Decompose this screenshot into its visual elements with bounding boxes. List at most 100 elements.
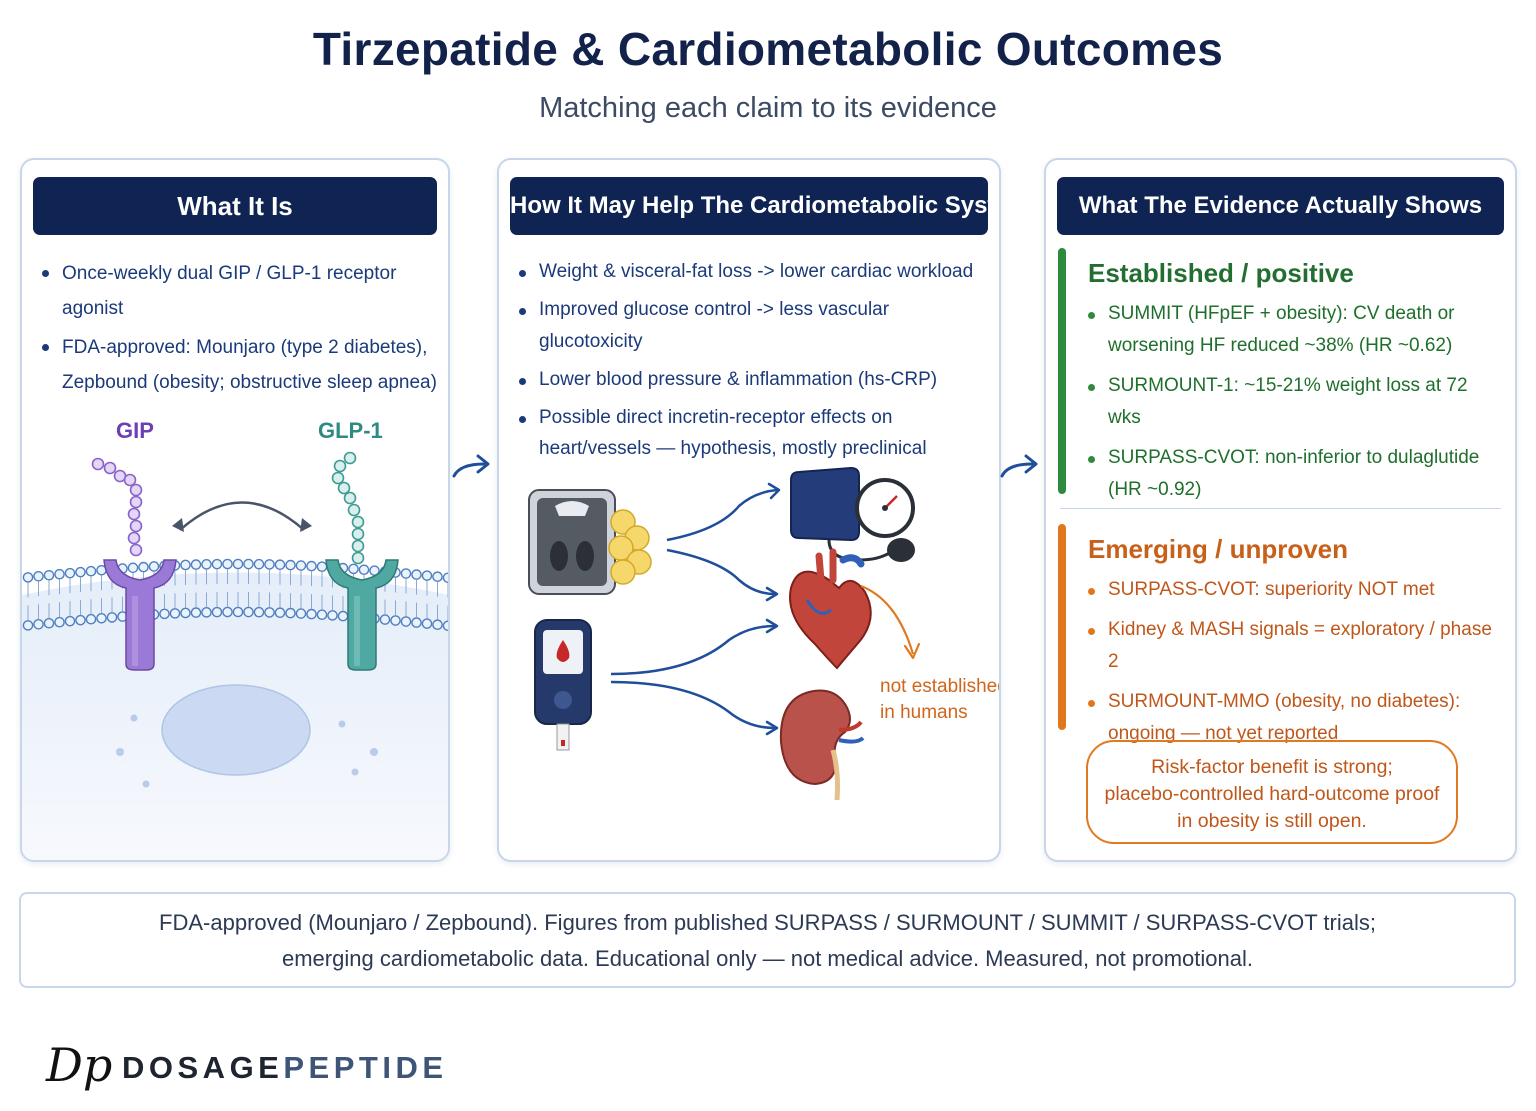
- lipid-head: [348, 563, 359, 575]
- lipid-head: [64, 567, 76, 579]
- lipid-head: [421, 570, 433, 581]
- page-title: Tirzepatide & Cardiometabolic Outcomes: [312, 23, 1224, 75]
- glp1-receptor: [325, 559, 399, 671]
- callout-line: placebo-controlled hard-outcome proof: [1104, 783, 1440, 805]
- lipid-head: [43, 569, 55, 581]
- lipid-head: [96, 612, 107, 624]
- lipid-head: [274, 559, 286, 571]
- lipid-head: [232, 606, 244, 618]
- lipid-head: [442, 620, 448, 632]
- lipid-head: [54, 568, 65, 580]
- emerging-title: Emerging / unproven: [1088, 534, 1349, 564]
- established-title: Established / positive: [1088, 258, 1354, 288]
- lipid-head: [442, 572, 448, 584]
- gip-label: GIP: [116, 418, 154, 443]
- mechanism-illustration: not established in humans: [528, 466, 1001, 801]
- lipid-head: [180, 607, 191, 619]
- lipid-head: [211, 606, 223, 618]
- amino-acid: [127, 507, 141, 521]
- hypothesis-arrow: [860, 584, 915, 655]
- emerging-bar: [1058, 524, 1066, 730]
- not-established-label: not established: [880, 676, 1001, 697]
- lipid-head: [222, 558, 233, 570]
- amino-acid: [127, 531, 141, 545]
- what-it-is-list: Once-weekly dual GIP / GLP-1 receptor ag…: [38, 256, 438, 404]
- lipid-head: [432, 619, 443, 631]
- lipid-head: [222, 606, 233, 618]
- lipid-head: [253, 606, 265, 618]
- lipid-head: [75, 614, 86, 626]
- lipid-head: [274, 607, 286, 619]
- lipid-head: [316, 561, 328, 572]
- lipid-head: [327, 610, 338, 621]
- lipid-head: [243, 606, 254, 618]
- page-subtitle: Matching each claim to its evidence: [539, 92, 997, 124]
- glucose-meter-icon: [534, 619, 592, 751]
- list-item: SURMOUNT-1: ~15-21% weight loss at 72 wk…: [1084, 370, 1504, 434]
- lipid-head: [180, 559, 191, 571]
- lipid-head: [106, 612, 118, 623]
- lipid-head: [85, 565, 97, 577]
- lipid-head: [232, 558, 244, 570]
- list-item: Possible direct incretin-receptor effect…: [515, 402, 985, 464]
- established-list: SUMMIT (HFpEF + obesity): CV death or wo…: [1084, 298, 1504, 514]
- gip-receptor: [103, 559, 177, 671]
- list-item: FDA-approved: Mounjaro (type 2 diabetes)…: [38, 330, 438, 400]
- list-item: SURPASS-CVOT: superiority NOT met: [1084, 574, 1504, 606]
- lipid-head: [253, 558, 265, 570]
- lipid-head: [201, 559, 212, 570]
- amino-acid: [129, 483, 143, 497]
- lipid-head: [22, 572, 34, 583]
- lipid-head: [75, 566, 86, 578]
- amino-acid: [351, 515, 365, 529]
- lipid-head: [411, 617, 422, 628]
- lipid-head: [169, 608, 181, 619]
- lipid-head: [22, 620, 34, 631]
- in-humans-label: in humans: [880, 702, 968, 723]
- list-item: SURPASS-CVOT: non-inferior to dulaglutid…: [1084, 442, 1504, 506]
- established-bar: [1058, 248, 1066, 494]
- panel-how-it-helps-header: How It May Help The Cardiometabolic Syst…: [510, 177, 999, 235]
- crosstalk-arrow: [179, 501, 305, 531]
- footer-line: FDA-approved (Mounjaro / Zepbound). Figu…: [159, 910, 1376, 935]
- panel-how-it-helps: How It May Help The Cardiometabolic Syst…: [497, 158, 1001, 862]
- footer-line: emerging cardiometabolic data. Education…: [282, 946, 1253, 971]
- lipid-head: [54, 616, 65, 628]
- lipid-head: [432, 571, 443, 583]
- lipid-head: [33, 619, 44, 630]
- lipid-head: [306, 608, 317, 620]
- lipid-head: [243, 558, 254, 570]
- lipid-head: [85, 613, 97, 625]
- summary-callout: Risk-factor benefit is strong; placebo-c…: [1086, 740, 1458, 844]
- lipid-head: [264, 559, 275, 570]
- amino-acid: [343, 451, 357, 465]
- amino-acid: [129, 543, 143, 557]
- amino-acid: [343, 491, 357, 505]
- lipid-head: [148, 561, 160, 572]
- lipid-head: [316, 609, 328, 620]
- list-item: SUMMIT (HFpEF + obesity): CV death or wo…: [1084, 298, 1504, 362]
- brand-wordmark: DOSAGEPEPTIDE: [122, 1050, 448, 1086]
- callout-line: Risk-factor benefit is strong;: [1151, 756, 1393, 778]
- lipid-head: [306, 560, 317, 572]
- callout-line: in obesity is still open.: [1177, 810, 1367, 832]
- kidney-icon: [779, 689, 865, 801]
- panel-what-it-is: What It Is Once-weekly dual GIP / GLP-1 …: [20, 158, 450, 862]
- glp1-label: GLP-1: [318, 418, 383, 443]
- amino-acid: [337, 481, 351, 495]
- lipid-head: [400, 616, 412, 627]
- list-item: SURMOUNT-MMO (obesity, no diabetes): ong…: [1084, 686, 1504, 750]
- lipid-head: [285, 607, 296, 619]
- gip-peptide-chain: [91, 457, 143, 557]
- lipid-head: [295, 560, 307, 571]
- amino-acid: [333, 459, 347, 473]
- amino-acid: [103, 461, 117, 475]
- list-item: Lower blood pressure & inflammation (hs-…: [515, 364, 985, 396]
- amino-acid: [91, 457, 105, 471]
- panel-what-it-is-header: What It Is: [33, 177, 437, 235]
- panel-evidence: What The Evidence Actually Shows Establi…: [1044, 158, 1517, 862]
- lipid-head: [390, 615, 401, 626]
- lipid-head: [379, 614, 391, 625]
- brand-word-2: PEPTIDE: [283, 1050, 448, 1085]
- disclaimer-footer: FDA-approved (Mounjaro / Zepbound). Figu…: [19, 892, 1516, 988]
